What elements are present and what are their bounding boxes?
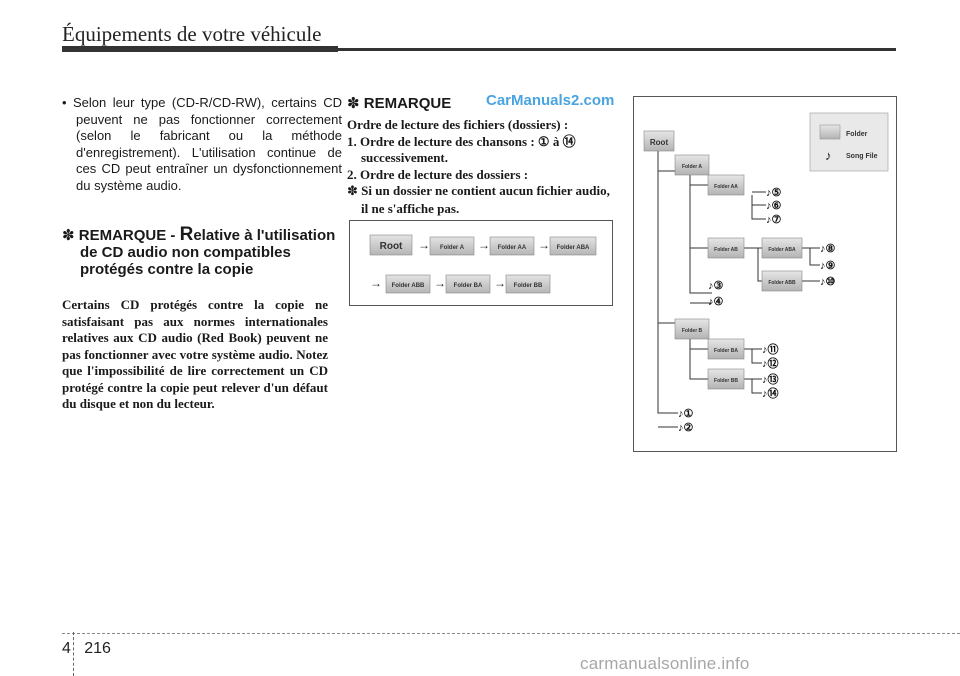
- song-4: ♪④: [708, 296, 724, 308]
- song-14: ♪⑭: [762, 386, 779, 400]
- seq-arrow-icon: →: [434, 276, 446, 290]
- svg-text:Folder BB: Folder BB: [514, 283, 543, 289]
- seq-arrow-icon: →: [370, 276, 382, 290]
- seq-folder-abb: Folder ABB: [385, 274, 431, 294]
- tree-folder-root: Root: [643, 130, 675, 152]
- page-header-title: Équipements de votre véhicule: [62, 22, 322, 46]
- svg-text:Folder BB: Folder BB: [714, 378, 738, 384]
- play-order-intro: Ordre de lecture des fichiers (dossiers)…: [347, 117, 569, 132]
- tree-folder-ab: Folder AB: [707, 237, 745, 259]
- item1-suffix: successivement.: [361, 150, 449, 165]
- item1-to: ⑭: [562, 133, 576, 149]
- svg-text:Folder BA: Folder BA: [714, 348, 738, 354]
- song-9: ♪⑨: [820, 260, 836, 272]
- svg-text:Folder BA: Folder BA: [454, 283, 483, 289]
- legend-note-icon: ♪: [825, 148, 832, 163]
- asterisk-icon: ✽: [347, 184, 358, 199]
- remark-heading-part-b: elative à l'utilisation de CD audio non …: [80, 227, 336, 278]
- header-rule-accent: [62, 46, 338, 52]
- svg-text:Folder AA: Folder AA: [714, 184, 738, 190]
- watermark-carmanuals: CarManuals2.com: [486, 92, 615, 109]
- remark-asterisk-icon: ✽: [347, 94, 360, 112]
- item1-prefix: 1. Ordre de lecture des chansons :: [347, 133, 538, 149]
- play-order-item-3: ✽ Si un dossier ne contient aucun fichie…: [347, 183, 617, 217]
- seq-arrow-icon: →: [418, 238, 430, 252]
- legend-folder-label: Folder: [846, 131, 868, 138]
- song-7: ♪⑦: [766, 214, 782, 226]
- tree-folder-aba: Folder ABA: [761, 237, 803, 259]
- tree-legend: Folder ♪ Song File: [809, 112, 889, 172]
- folder-order-diagram: Root → Folder A → Folder AA → Folder ABA…: [349, 220, 613, 306]
- song-6: ♪⑥: [766, 200, 782, 212]
- svg-text:Folder A: Folder A: [440, 245, 465, 251]
- seq-root: Root: [369, 234, 413, 256]
- remark-heading-capital: R: [179, 224, 194, 245]
- tree-songs: ♪⑤ ♪⑥ ♪⑦ ♪⑧ ♪⑨ ♪⑩ ♪③ ♪④ ♪⑪ ♪⑫ ♪⑬ ♪⑭ ♪① ♪…: [678, 187, 836, 434]
- seq-folder-bb: Folder BB: [505, 274, 551, 294]
- chapter-number: 4: [62, 640, 71, 657]
- svg-text:Folder ABB: Folder ABB: [392, 283, 425, 289]
- remark-heading-text: REMARQUE: [363, 95, 452, 112]
- page-number: 4 216: [62, 640, 111, 658]
- svg-text:Root: Root: [650, 138, 669, 147]
- header-rule: [62, 48, 896, 51]
- play-order-list: Ordre de lecture des fichiers (dossiers)…: [347, 117, 617, 217]
- seq-arrow-icon: →: [538, 238, 550, 252]
- song-5: ♪⑤: [766, 187, 782, 199]
- svg-text:Folder ABA: Folder ABA: [768, 247, 796, 253]
- seq-folder-aba: Folder ABA: [549, 236, 597, 256]
- item1-mid: à: [549, 133, 563, 149]
- song-3: ♪③: [708, 280, 724, 292]
- bullet-paragraph: • Selon leur type (CD-R/CD-RW), certains…: [62, 95, 342, 193]
- footer-rule: [62, 633, 960, 635]
- svg-text:Folder B: Folder B: [682, 328, 703, 334]
- page-number-value: 216: [84, 640, 111, 657]
- footer-watermark: carmanualsonline.info: [580, 654, 750, 673]
- seq-folder-a: Folder A: [429, 236, 475, 256]
- tree-folder-b: Folder B: [674, 318, 710, 340]
- remark-heading-play-order: ✽ REMARQUE: [347, 94, 617, 113]
- seq-arrow-icon: →: [478, 238, 490, 252]
- seq-arrow-icon: →: [494, 276, 506, 290]
- svg-text:Folder ABA: Folder ABA: [557, 245, 590, 251]
- item3-text: Si un dossier ne contient aucun fichier …: [357, 183, 610, 216]
- tree-folder-a: Folder A: [674, 154, 710, 176]
- svg-text:Folder AA: Folder AA: [498, 245, 527, 251]
- svg-text:Root: Root: [380, 241, 403, 252]
- tree-folder-bb: Folder BB: [707, 368, 745, 390]
- song-13: ♪⑬: [762, 372, 779, 386]
- item1-from: ①: [537, 133, 550, 149]
- song-10: ♪⑩: [820, 276, 836, 288]
- folder-tree-diagram: Folder ♪ Song File: [633, 96, 897, 452]
- tree-connectors: [657, 151, 820, 428]
- folder-tree-svg: Folder ♪ Song File: [643, 112, 889, 434]
- remark-heading-part-a: REMARQUE -: [78, 227, 180, 244]
- tree-folder-ba: Folder BA: [707, 338, 745, 360]
- footer-separator: [73, 632, 75, 676]
- svg-text:Folder ABB: Folder ABB: [768, 280, 796, 286]
- tree-folder-aa: Folder AA: [707, 174, 745, 196]
- svg-text:Folder AB: Folder AB: [714, 247, 738, 253]
- remark-asterisk-icon: ✽: [62, 226, 75, 244]
- seq-folder-aa: Folder AA: [489, 236, 535, 256]
- remark-heading-copy-protected: ✽ REMARQUE - Relative à l'utilisation de…: [62, 224, 346, 278]
- play-order-item-2: 2. Ordre de lecture des dossiers :: [347, 166, 529, 182]
- legend-song-label: Song File: [846, 153, 878, 160]
- song-11: ♪⑪: [762, 342, 779, 356]
- copy-protected-body: Certains CD protégés contre la copie ne …: [62, 297, 328, 411]
- folder-order-svg: Root → Folder A → Folder AA → Folder ABA…: [369, 234, 597, 294]
- play-order-item-1: 1. Ordre de lecture des chansons : ① à ⑭…: [347, 134, 617, 167]
- seq-folder-ba: Folder BA: [445, 274, 491, 294]
- song-1: ♪①: [678, 408, 694, 420]
- song-12: ♪⑫: [762, 356, 779, 370]
- song-8: ♪⑧: [820, 243, 836, 255]
- song-2: ♪②: [678, 422, 694, 434]
- tree-folder-abb: Folder ABB: [761, 270, 803, 292]
- svg-text:Folder A: Folder A: [682, 164, 702, 170]
